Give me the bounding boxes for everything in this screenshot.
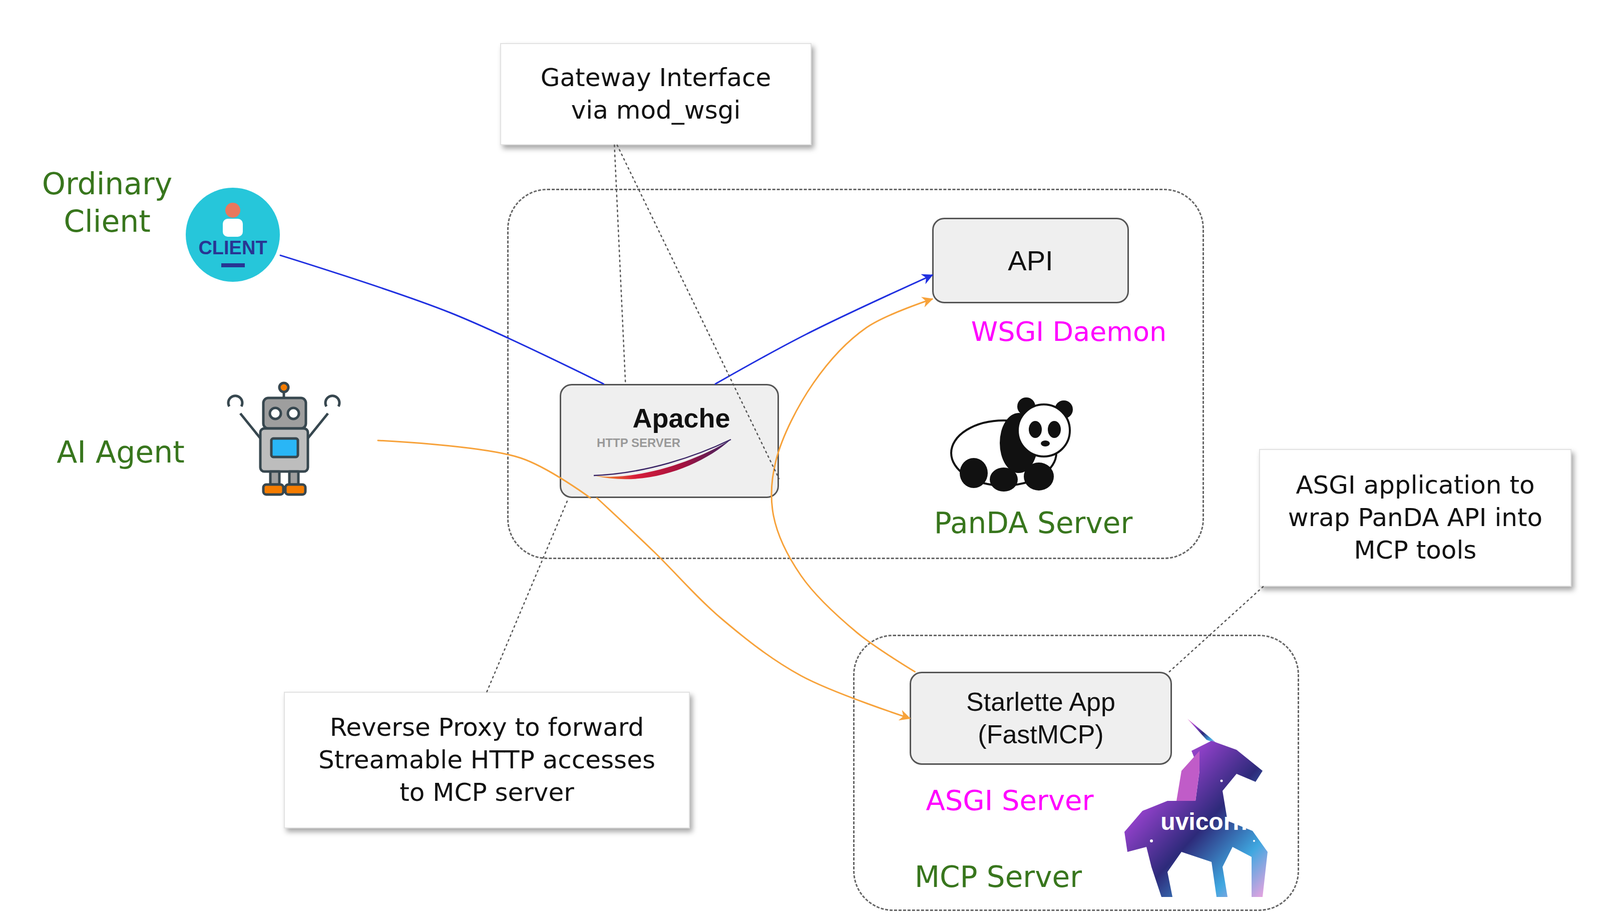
box-text: API	[933, 219, 1128, 302]
star-dot	[1235, 859, 1239, 863]
robot-leg	[289, 471, 299, 485]
leader-line	[617, 145, 779, 479]
panda-shoulder	[999, 413, 1038, 474]
request-flow-line	[771, 298, 933, 672]
api-box: API	[932, 217, 1129, 304]
group-title: PanDA Server	[933, 505, 1134, 541]
client-icon-bar	[221, 263, 245, 268]
panda-logo	[951, 397, 1073, 492]
request-flow-line	[715, 275, 933, 384]
panda-leg	[959, 458, 988, 489]
agent-actor: AI Agent	[45, 380, 378, 501]
request-flow-line	[596, 498, 910, 719]
panda-head	[1017, 404, 1070, 457]
panda-leg	[989, 467, 1018, 492]
request-flow-line	[280, 255, 604, 384]
leader-line	[487, 498, 569, 692]
robot-antenna	[282, 389, 286, 398]
unicorn-mane	[1176, 750, 1200, 802]
robot-eye	[269, 408, 281, 420]
request-flow-line	[377, 440, 591, 499]
callout-note: Gateway Interface via mod_wsgi	[500, 43, 812, 146]
server-type-label: WSGI Daemon	[943, 312, 1194, 351]
feather-quill	[593, 439, 731, 476]
star-dot	[1220, 779, 1224, 783]
panda-ear	[1054, 400, 1073, 419]
robot-body	[260, 428, 308, 472]
server-type-label: ASGI Server	[884, 781, 1135, 820]
feather-vane	[593, 439, 731, 480]
box-title: Apache	[606, 400, 757, 436]
star-dot	[1149, 839, 1153, 843]
panda-eye	[1047, 421, 1061, 439]
robot-foot	[263, 484, 284, 495]
unicorn-horn	[1187, 718, 1218, 744]
robot-icon	[228, 382, 340, 495]
leader-line	[614, 145, 626, 384]
robot-antenna-ball	[279, 382, 289, 392]
panda-leg	[1023, 462, 1054, 491]
icon-caption: CLIENT	[182, 235, 283, 261]
logo-wordmark: uvicorn	[1128, 806, 1280, 837]
robot-eye	[287, 408, 299, 420]
server-group: PanDA Server API ApacheHTTP SERVER	[507, 188, 1205, 560]
callout-note: Reverse Proxy to forward Streamable HTTP…	[283, 691, 690, 829]
client-icon	[185, 187, 280, 282]
actor-name: AI Agent	[45, 432, 197, 473]
server-group: MCP Server Starlette App (FastMCP)	[853, 634, 1300, 912]
proxy-box: ApacheHTTP SERVER	[559, 383, 779, 499]
client-icon-disc	[185, 187, 280, 282]
box-text: Starlette App (FastMCP)	[911, 673, 1171, 764]
client-icon-body	[222, 218, 243, 237]
panda-body	[951, 420, 1057, 486]
callout-note: ASGI application to wrap PanDA API into …	[1259, 449, 1572, 587]
app-box: Starlette App (FastMCP)	[909, 671, 1172, 765]
callout-text: Reverse Proxy to forward Streamable HTTP…	[284, 692, 689, 828]
robot-claw	[228, 395, 243, 407]
connector-group	[280, 145, 1264, 719]
client-icon-head	[225, 202, 241, 218]
robot-screen	[271, 438, 298, 458]
robot-claw	[325, 395, 340, 407]
robot-head	[263, 397, 306, 429]
callout-text: ASGI application to wrap PanDA API into …	[1260, 450, 1571, 586]
apache-feather	[593, 439, 731, 480]
panda-ear	[1017, 397, 1036, 416]
callout-text: Gateway Interface via mod_wsgi	[501, 44, 811, 145]
box-subtitle: HTTP SERVER	[596, 435, 707, 451]
robot-arm	[240, 413, 262, 440]
star-dot	[1180, 870, 1183, 873]
robot-arm	[306, 413, 328, 440]
star-dot	[1253, 840, 1256, 843]
panda-eye	[1028, 421, 1042, 439]
panda-nose	[1040, 440, 1050, 447]
client-actor: Ordinary ClientCLIENT	[35, 160, 281, 283]
actor-name: Ordinary Client	[35, 165, 180, 241]
leader-line	[1169, 586, 1264, 672]
group-title: MCP Server	[898, 859, 1099, 895]
robot-leg	[270, 471, 280, 485]
robot-foot	[285, 484, 306, 495]
